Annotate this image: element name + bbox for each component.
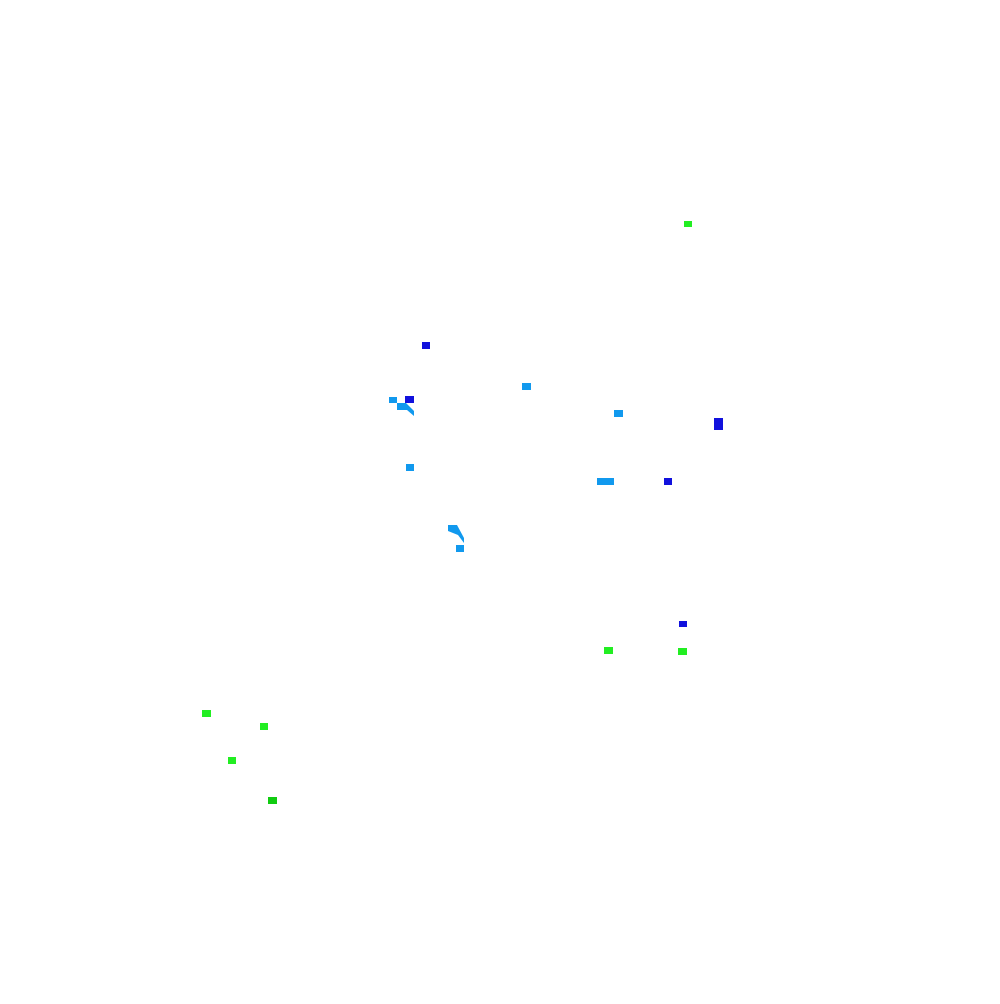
green-square-mark [260, 723, 268, 730]
light-blue-stroke-mark [448, 525, 464, 543]
light-blue-square-mark [614, 410, 623, 417]
green-square-mark [202, 710, 211, 717]
light-blue-stroke-mark [397, 403, 414, 416]
light-blue-square-mark [597, 478, 614, 485]
light-blue-square-mark [389, 397, 397, 403]
light-blue-square-mark [406, 464, 414, 471]
dark-green-square-mark [268, 797, 277, 804]
green-square-mark [604, 647, 613, 654]
green-square-mark [678, 648, 687, 655]
green-square-mark [228, 757, 236, 764]
blue-square-mark [664, 478, 672, 485]
green-square-mark [684, 221, 692, 227]
blue-square-mark [679, 621, 687, 627]
blue-square-mark [405, 396, 414, 403]
light-blue-square-mark [456, 545, 464, 552]
blue-square-mark [714, 418, 723, 430]
light-blue-square-mark [522, 383, 531, 390]
blue-square-mark [422, 342, 430, 349]
